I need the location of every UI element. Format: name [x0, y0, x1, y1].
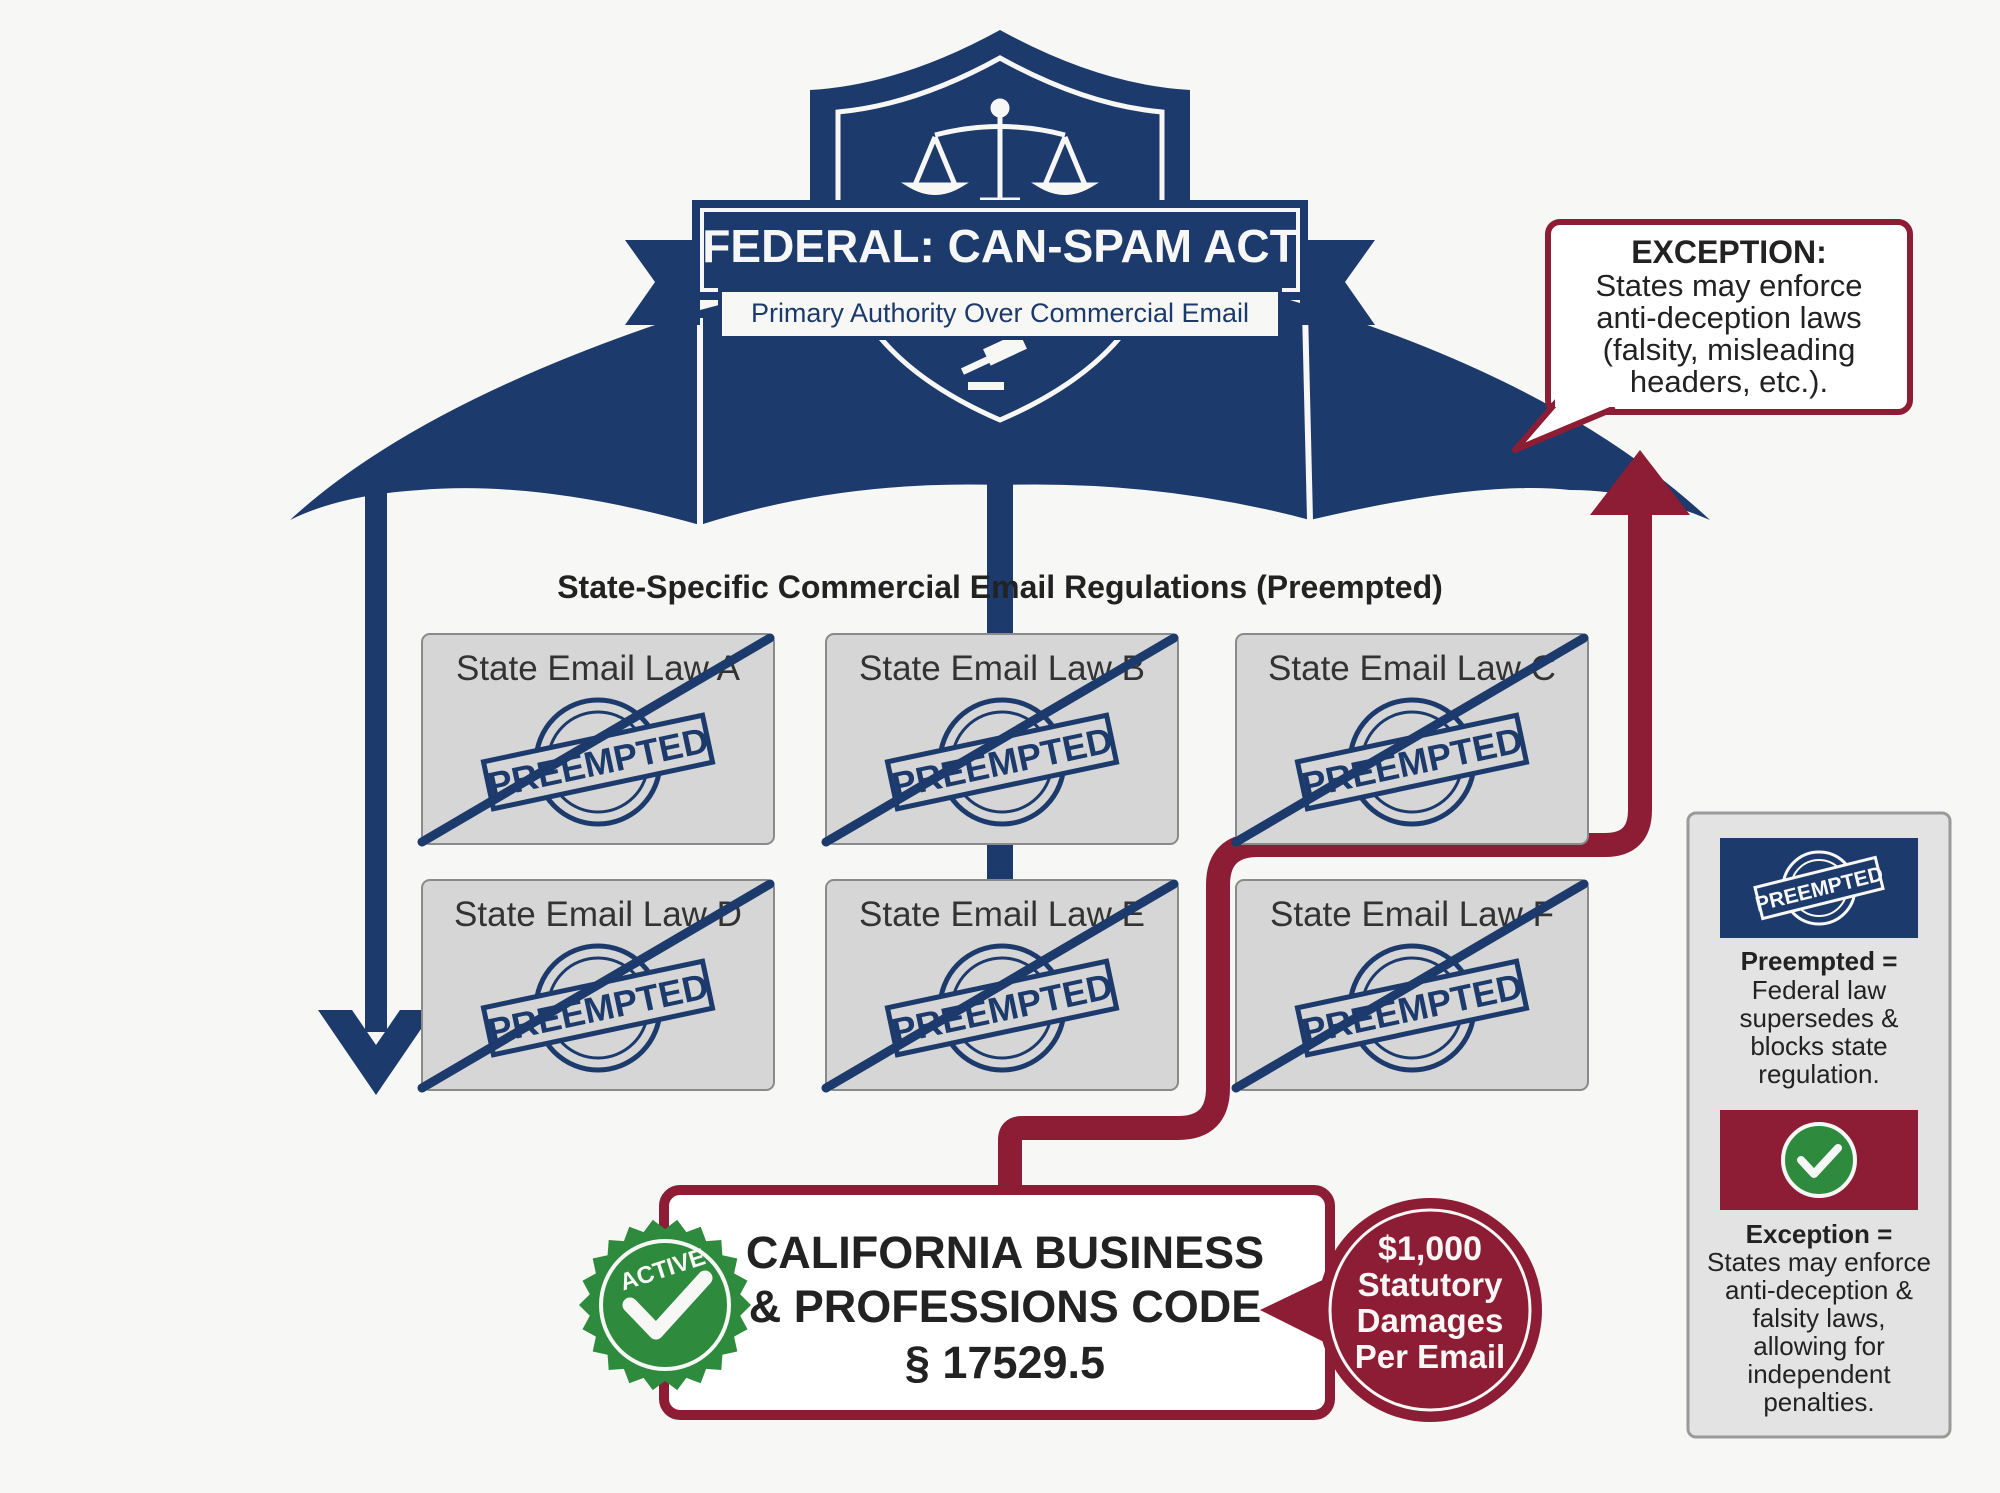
legend-exception-line: allowing for: [1753, 1331, 1885, 1361]
legend-preempted-line: supersedes &: [1740, 1003, 1899, 1033]
legend-preempted-line: regulation.: [1758, 1059, 1879, 1089]
legend-preempted-line: Federal law: [1752, 975, 1887, 1005]
strike-through-line: [1231, 879, 1589, 1093]
exception-callout-line: (falsity, misleading: [1603, 332, 1856, 367]
damages-text-line: Damages: [1357, 1302, 1504, 1339]
legend-preempted-line: blocks state: [1750, 1031, 1887, 1061]
preemption-down-arrow: [318, 492, 434, 1095]
legend-preempted-stamp-icon: [1753, 850, 1885, 926]
legend-exception-line: falsity laws,: [1753, 1303, 1886, 1333]
california-title-line: & PROFESSIONS CODE: [749, 1281, 1262, 1332]
legend-exception-line: independent: [1747, 1359, 1891, 1389]
damages-bubble: [1260, 1198, 1542, 1422]
california-section-number: § 17529.5: [905, 1337, 1105, 1388]
legend-exception-title: Exception =: [1746, 1219, 1893, 1249]
legend-exception-line: States may enforce: [1707, 1247, 1931, 1277]
exception-callout-line: headers, etc.).: [1630, 364, 1828, 399]
legend-exception-line: penalties.: [1763, 1387, 1874, 1417]
exception-callout: [1512, 219, 1913, 453]
exception-callout-line: States may enforce: [1595, 268, 1862, 303]
exception-callout-heading: EXCEPTION:: [1631, 234, 1827, 270]
damages-amount: $1,000: [1378, 1230, 1482, 1268]
federal-subtitle: Primary Authority Over Commercial Email: [751, 298, 1249, 328]
exception-arrow-path: [998, 450, 1690, 1190]
strike-through-line: [821, 879, 1179, 1093]
strike-through-line: [821, 633, 1179, 847]
legend-exception-line: anti-deception &: [1725, 1275, 1913, 1305]
federal-banner: [625, 200, 1375, 340]
legend-check-icon: [1781, 1122, 1857, 1198]
damages-text-line: Statutory: [1358, 1266, 1503, 1303]
active-badge-icon: [579, 1219, 751, 1391]
strike-through-line: [417, 879, 775, 1093]
california-title-line: CALIFORNIA BUSINESS: [746, 1227, 1264, 1278]
damages-text-line: Per Email: [1355, 1338, 1505, 1375]
gavel-icon: [960, 332, 1027, 390]
federal-title: FEDERAL: CAN-SPAM ACT: [702, 220, 1297, 272]
legend-preempted-title: Preempted =: [1741, 946, 1898, 976]
strike-through-line: [1231, 633, 1589, 847]
strike-through-line: [417, 633, 775, 847]
state-section-heading: State-Specific Commercial Email Regulati…: [557, 569, 1443, 605]
exception-callout-line: anti-deception laws: [1596, 300, 1861, 335]
preempted-stamp-icon: [884, 943, 1120, 1073]
